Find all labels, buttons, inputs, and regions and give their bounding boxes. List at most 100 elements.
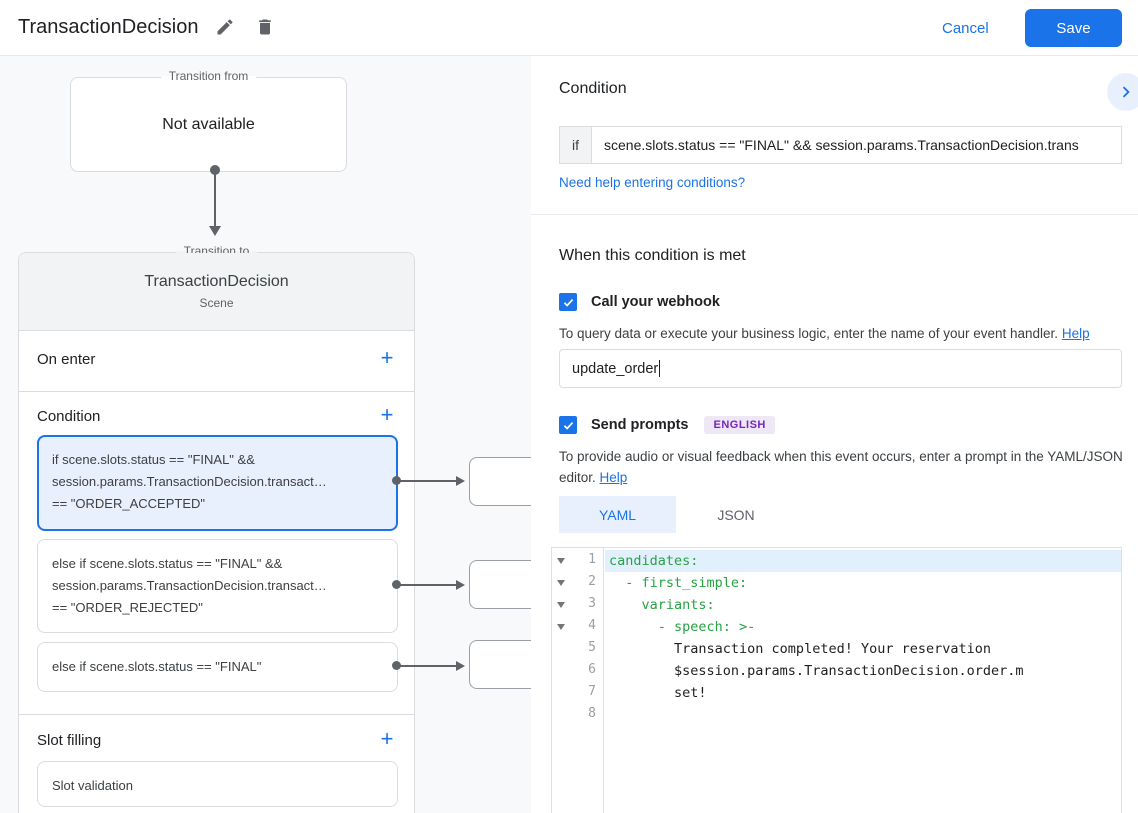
cancel-button[interactable]: Cancel (930, 9, 1001, 47)
yaml-code-editor[interactable]: 1 2 3 4 5 6 7 8 candidates: - first_simple: var… (551, 547, 1122, 813)
gutter-row: 6 (552, 660, 604, 682)
add-condition-button[interactable]: + (374, 402, 400, 428)
condition-text: == "ORDER_ACCEPTED" (52, 496, 205, 511)
connector-dot (392, 476, 401, 485)
connector-dot (392, 661, 401, 670)
code-line[interactable]: - first_simple: (609, 575, 748, 591)
editor-code-area[interactable]: candidates: - first_simple: variants: - … (605, 548, 1121, 813)
line-number: 7 (588, 684, 596, 699)
call-webhook-label: Call your webhook (591, 294, 720, 310)
gutter-row: 5 (552, 638, 604, 660)
editor-tabs: YAML JSON (559, 496, 796, 533)
webhook-help-link[interactable]: Help (1061, 326, 1090, 341)
on-enter-label: On enter (37, 351, 96, 368)
connector-line (214, 174, 216, 227)
collapse-panel-button[interactable] (1107, 73, 1138, 111)
save-button[interactable]: Save (1025, 9, 1122, 47)
language-badge: ENGLISH (704, 416, 775, 434)
line-number: 3 (588, 596, 596, 611)
arrow-right-icon (456, 476, 465, 486)
panel-title: Condition (559, 80, 627, 97)
delete-scene-button[interactable] (250, 12, 280, 42)
condition-card-accepted[interactable]: if scene.slots.status == "FINAL" && sess… (37, 435, 398, 531)
slot-filling-label: Slot filling (37, 732, 102, 749)
fold-arrow-icon[interactable] (557, 602, 565, 608)
call-webhook-checkbox[interactable] (559, 293, 577, 311)
transition-from-legend: Transition from (160, 69, 257, 83)
gutter-row: 7 (552, 682, 604, 704)
code-line[interactable]: candidates: (609, 553, 699, 569)
webhook-handler-input[interactable]: update_order (559, 349, 1122, 388)
line-number: 8 (588, 706, 596, 721)
checkmark-icon (563, 421, 573, 430)
fold-arrow-icon[interactable] (557, 558, 565, 564)
line-number: 2 (588, 574, 596, 589)
rename-scene-button[interactable] (210, 12, 240, 42)
transition-from-content: Not available (162, 115, 255, 133)
code-line[interactable]: $session.params.TransactionDecision.orde… (609, 663, 1024, 679)
page-title: TransactionDecision (18, 16, 199, 38)
text-caret (659, 360, 661, 377)
slot-validation-label: Slot validation (52, 778, 133, 793)
condition-detail-panel: Condition if scene.slots.status == "FINA… (531, 56, 1138, 813)
condition-text: session.params.TransactionDecision.trans… (52, 474, 327, 489)
arrow-down-icon (209, 226, 221, 236)
code-line[interactable]: - speech: >- (609, 619, 756, 635)
fold-arrow-icon[interactable] (557, 624, 565, 630)
send-prompts-label: Send prompts (591, 417, 689, 433)
scene-card-header[interactable]: TransactionDecision Scene (19, 253, 414, 331)
add-on-enter-button[interactable]: + (374, 345, 400, 371)
condition-card-rejected[interactable]: else if scene.slots.status == "FINAL" &&… (37, 539, 398, 633)
scene-type-label: Scene (199, 296, 234, 310)
chevron-right-icon (1122, 86, 1130, 98)
connector-dot (392, 580, 401, 589)
prompts-help-link[interactable]: Help (599, 470, 628, 485)
connector-dot (210, 165, 220, 175)
prompts-helper-body: To provide audio or visual feedback when… (559, 449, 1123, 485)
line-number: 5 (588, 640, 596, 655)
gutter-row: 8 (552, 704, 604, 726)
checkmark-icon (563, 298, 573, 307)
editor-gutter: 1 2 3 4 5 6 7 8 (552, 548, 604, 813)
condition-expression-field[interactable]: if scene.slots.status == "FINAL" && sess… (559, 126, 1122, 164)
if-prefix-label: if (560, 127, 592, 163)
send-prompts-checkbox[interactable] (559, 416, 577, 434)
scene-name: TransactionDecision (144, 273, 289, 290)
prompts-helper-text: To provide audio or visual feedback when… (559, 446, 1134, 488)
gutter-row: 2 (552, 572, 604, 594)
slot-validation-card[interactable]: Slot validation (37, 761, 398, 807)
condition-help-link[interactable]: Need help entering conditions? (559, 175, 746, 190)
connector-line (399, 584, 456, 586)
add-slot-button[interactable]: + (374, 726, 400, 752)
section-divider (19, 714, 414, 715)
connector-line (399, 480, 456, 482)
condition-text: if scene.slots.status == "FINAL" && (52, 452, 255, 467)
panel-divider (531, 214, 1138, 215)
condition-text: else if scene.slots.status == "FINAL" (52, 659, 262, 674)
section-divider (19, 391, 414, 392)
condition-card-final[interactable]: else if scene.slots.status == "FINAL" (37, 642, 398, 692)
scene-card: Transition to TransactionDecision Scene … (18, 244, 415, 813)
code-line[interactable]: set! (609, 685, 707, 701)
gutter-row: 4 (552, 616, 604, 638)
tab-json[interactable]: JSON (717, 506, 755, 523)
condition-text: session.params.TransactionDecision.trans… (52, 578, 327, 593)
line-number: 1 (588, 552, 596, 567)
webhook-helper-text: To query data or execute your business l… (559, 323, 1090, 344)
fold-arrow-icon[interactable] (557, 580, 565, 586)
webhook-handler-value: update_order (572, 360, 659, 377)
code-line[interactable]: Transaction completed! Your reservation (609, 641, 992, 657)
call-webhook-row: Call your webhook (559, 293, 720, 311)
line-number: 4 (588, 618, 596, 633)
condition-text: else if scene.slots.status == "FINAL" && (52, 556, 283, 571)
transition-from-box: Transition from Not available (70, 69, 347, 172)
tab-yaml[interactable]: YAML (559, 496, 676, 533)
pencil-icon (217, 19, 233, 35)
top-bar: TransactionDecision Cancel Save (0, 0, 1138, 56)
gutter-row: 3 (552, 594, 604, 616)
line-number: 6 (588, 662, 596, 677)
arrow-right-icon (456, 661, 465, 671)
active-line-highlight (605, 550, 1121, 572)
condition-expression-value[interactable]: scene.slots.status == "FINAL" && session… (604, 137, 1079, 153)
code-line[interactable]: variants: (609, 597, 715, 613)
